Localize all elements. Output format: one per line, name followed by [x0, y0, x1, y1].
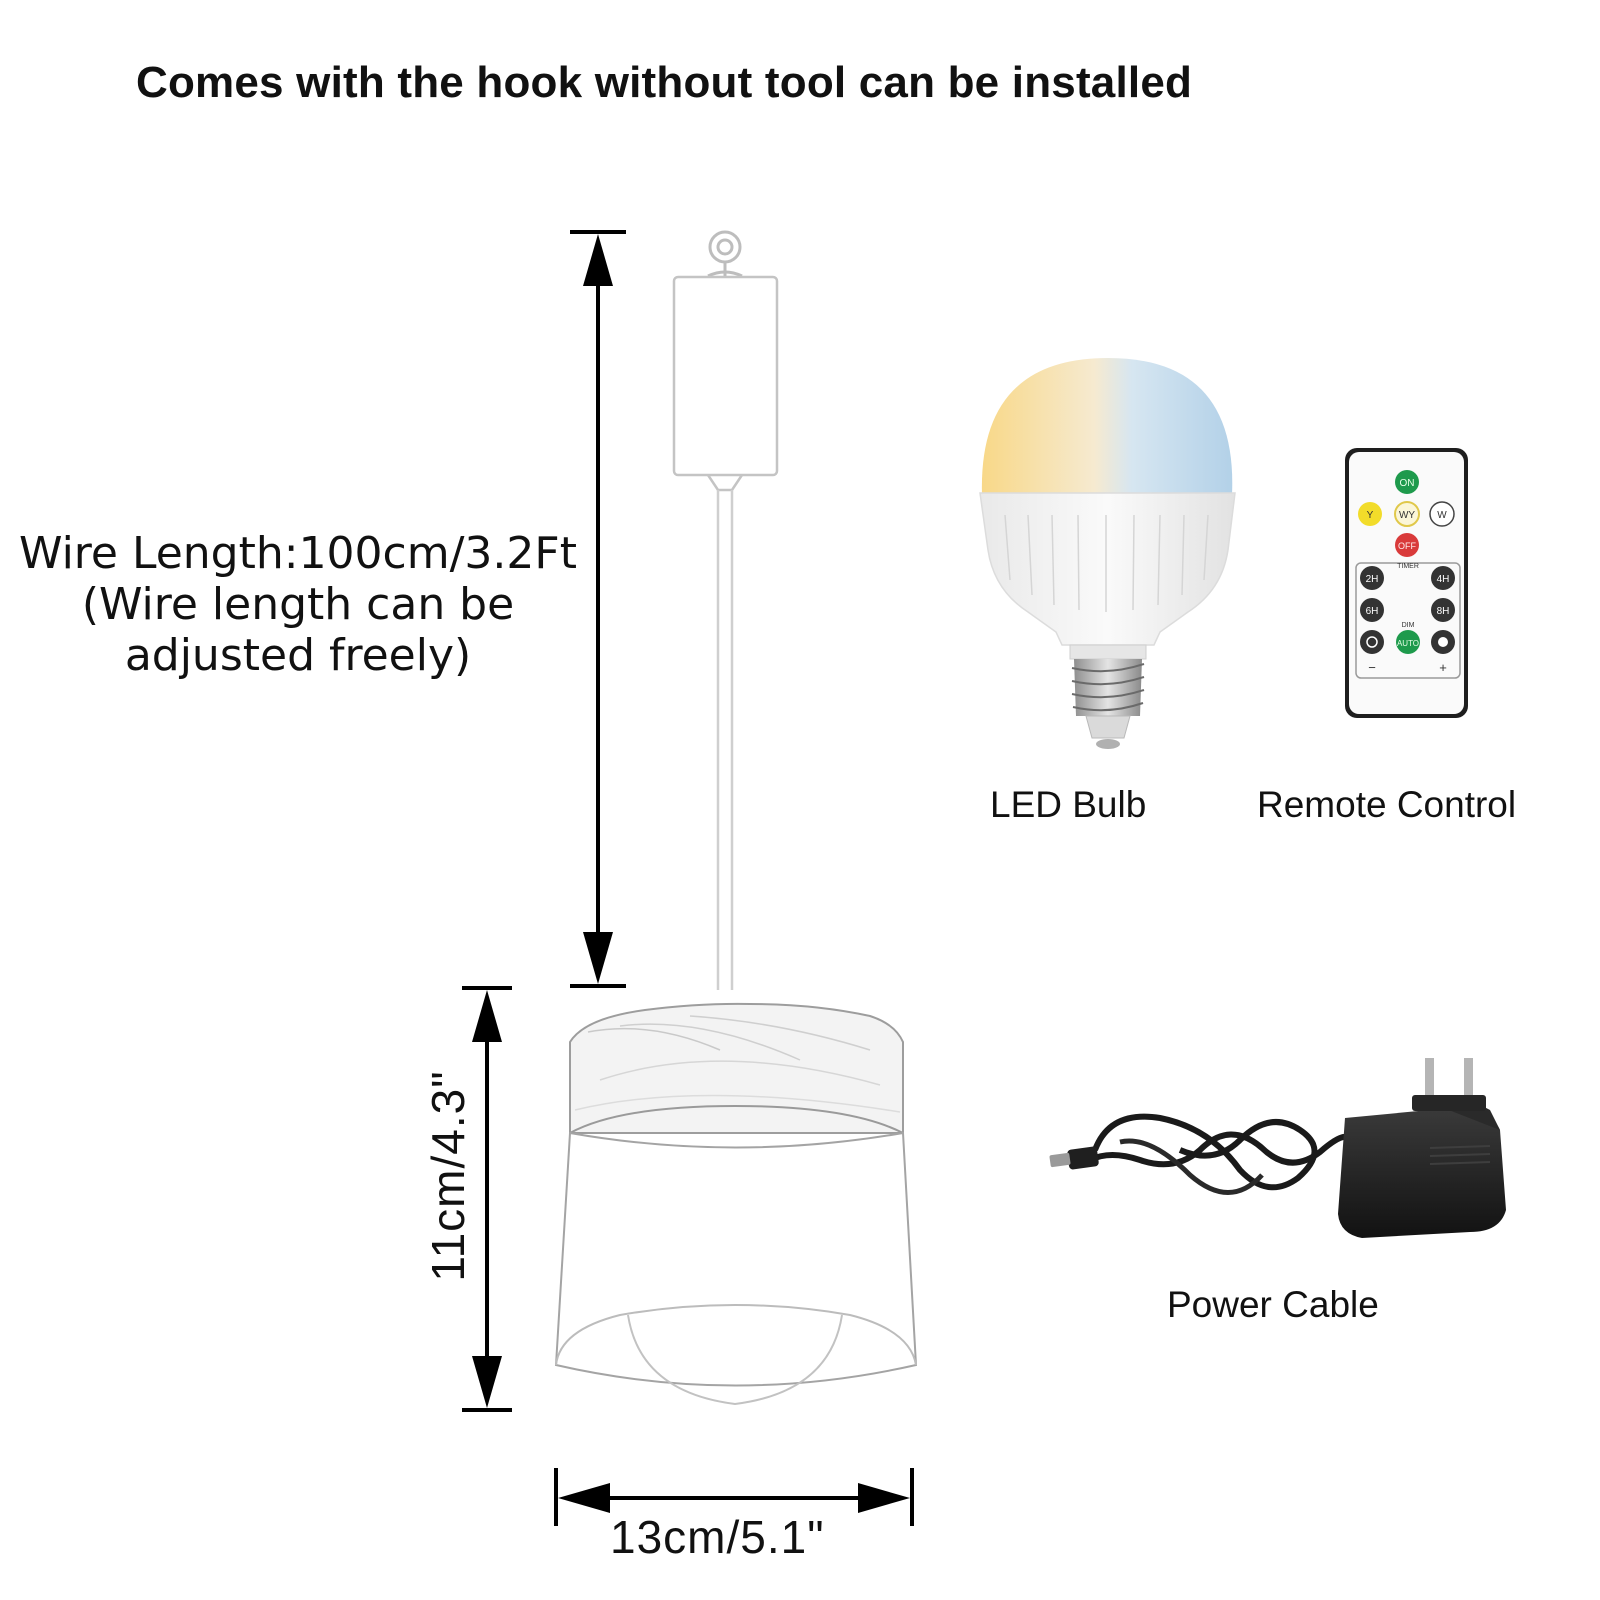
white-button: [1429, 501, 1455, 527]
headline: Comes with the hook without tool can be …: [136, 58, 1193, 107]
wire-length-dimension: [570, 230, 626, 988]
width-dimension-label: 13cm/5.1": [610, 1511, 825, 1563]
led-bulb-label: LED Bulb: [990, 784, 1147, 825]
timer-8h-label: 8H: [1437, 606, 1450, 617]
timer-8h-button: [1431, 598, 1455, 622]
minus-label: −: [1368, 660, 1376, 675]
wire-note-line1: (Wire length can be: [81, 579, 515, 630]
timer-4h-button: [1431, 566, 1455, 590]
pendant-wire: [716, 490, 734, 990]
timer-6h-label: 6H: [1366, 606, 1379, 617]
warm-yellow-button: [1394, 501, 1420, 527]
power-cable-icon: [1049, 1058, 1506, 1238]
off-button: [1395, 533, 1419, 557]
timer-4h-label: 4H: [1437, 574, 1450, 585]
width-dimension: [554, 1468, 914, 1526]
remote-control-icon: ON Y WY W OFF TIMER 2H 4H 6H 8H DIM AUTO…: [1345, 448, 1468, 718]
wire-length-label: Wire Length:100cm/3.2Ft (Wire length can…: [18, 528, 578, 681]
white-button-label: W: [1437, 510, 1447, 521]
yellow-button-label: Y: [1367, 510, 1374, 521]
canopy-neck: [706, 474, 744, 492]
height-dimension-label: 11cm/4.3": [422, 1070, 474, 1282]
timer-label: TIMER: [1397, 563, 1419, 570]
wire-length-text: Wire Length:100cm/3.2Ft: [19, 528, 577, 579]
wire-note-line2: adjusted freely): [124, 630, 472, 681]
height-dimension: [462, 986, 512, 1412]
wire-canopy: [672, 275, 779, 477]
dim-down-button: [1360, 630, 1384, 654]
led-bulb-icon: [979, 358, 1236, 749]
auto-button: [1396, 630, 1420, 654]
lamp-shade: [554, 1002, 918, 1406]
yellow-button: [1358, 502, 1382, 526]
timer-2h-label: 2H: [1366, 574, 1379, 585]
on-button-label: ON: [1400, 478, 1415, 489]
dim-label: DIM: [1402, 622, 1415, 629]
remote-control-label: Remote Control: [1257, 784, 1517, 825]
warm-yellow-button-label: WY: [1399, 510, 1415, 521]
on-button: [1395, 470, 1419, 494]
power-cable-label: Power Cable: [1167, 1284, 1379, 1325]
off-button-label: OFF: [1398, 541, 1416, 551]
timer-6h-button: [1360, 598, 1384, 622]
timer-2h-button: [1360, 566, 1384, 590]
auto-button-label: AUTO: [1397, 639, 1419, 648]
hook-icon: [707, 230, 743, 278]
plus-label: +: [1439, 660, 1447, 675]
